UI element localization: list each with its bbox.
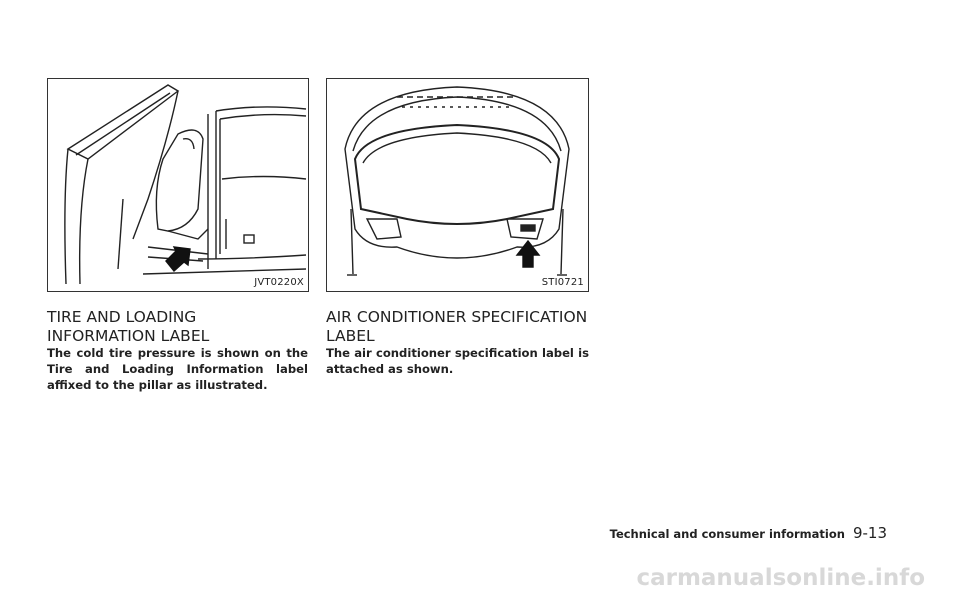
figure-door-pillar: JVT0220X — [47, 78, 309, 292]
figure-trunk-lid: STI0721 — [326, 78, 589, 292]
figure-code: JVT0220X — [254, 277, 304, 288]
watermark: carmanualsonline.info — [636, 565, 925, 591]
section-text-tire-label: The cold tire pressure is shown on the T… — [47, 346, 308, 392]
page-footer: Technical and consumer information 9-13 — [0, 523, 887, 542]
page-number: 9-13 — [852, 524, 887, 542]
section-text-ac-label: The air conditioner specification label … — [326, 346, 589, 376]
section-title-tire-label: TIRE AND LOADING INFORMATION LABEL — [47, 308, 210, 345]
figure-code: STI0721 — [541, 277, 584, 288]
trunk-lid-illustration — [344, 86, 570, 276]
footer-section-name: Technical and consumer information — [609, 527, 845, 541]
car-door-illustration — [64, 84, 307, 285]
section-title-ac-label: AIR CONDITIONER SPECIFICATION LABEL — [326, 308, 588, 345]
